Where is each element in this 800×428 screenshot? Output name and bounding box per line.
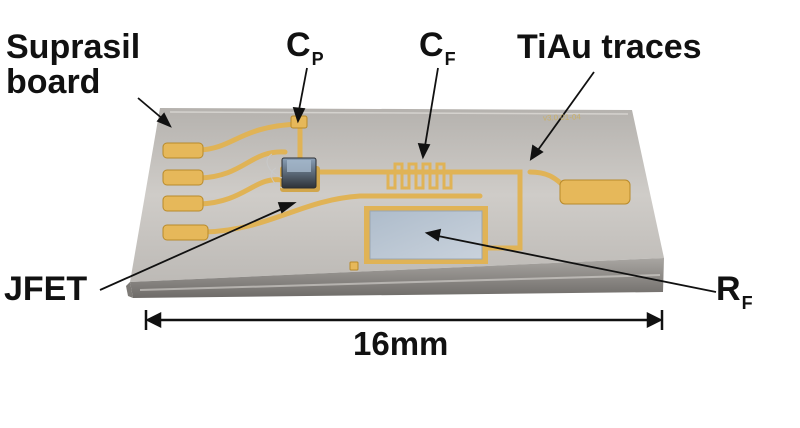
cf-label-main: C xyxy=(419,26,444,64)
jfet-chip xyxy=(266,153,320,192)
rf-label-main: R xyxy=(716,270,741,308)
bond-pads xyxy=(162,115,631,271)
jfet-label: JFET xyxy=(4,270,88,308)
rf-resistor xyxy=(364,206,488,264)
suprasil-board-label: Suprasil board xyxy=(6,30,140,99)
cp-label-main: C xyxy=(286,26,311,64)
tiau-traces-label: TiAu traces xyxy=(517,28,702,66)
cf-label: CF xyxy=(419,26,456,69)
annotation-arrows xyxy=(99,67,717,293)
suprasil-label-line2: board xyxy=(6,62,101,101)
cf-meander-capacitor xyxy=(386,162,453,190)
rf-label: RF xyxy=(716,270,753,313)
cf-label-sub: F xyxy=(444,49,456,69)
scale-label: 16mm xyxy=(353,325,449,362)
board-version-marking: v3.0 01-04 xyxy=(542,112,581,123)
suprasil-label-line1: Suprasil xyxy=(6,28,141,66)
scale-bar xyxy=(144,310,664,330)
cp-label: CP xyxy=(286,26,324,69)
cp-label-sub: P xyxy=(311,49,324,69)
rf-label-sub: F xyxy=(741,293,753,313)
